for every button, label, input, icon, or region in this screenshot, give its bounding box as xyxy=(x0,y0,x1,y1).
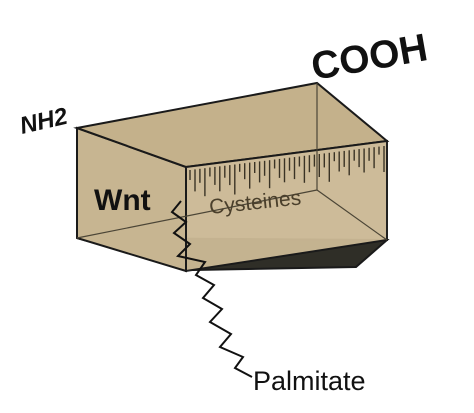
nh2-label: NH2 xyxy=(17,103,70,140)
palmitate-label: Palmitate xyxy=(253,366,366,396)
wnt-label: Wnt xyxy=(94,184,151,217)
cooh-label: COOH xyxy=(308,26,431,89)
box-hidden-edges xyxy=(76,83,388,241)
cysteine-tick-marks xyxy=(189,146,385,197)
palmitate-chain xyxy=(170,200,253,378)
